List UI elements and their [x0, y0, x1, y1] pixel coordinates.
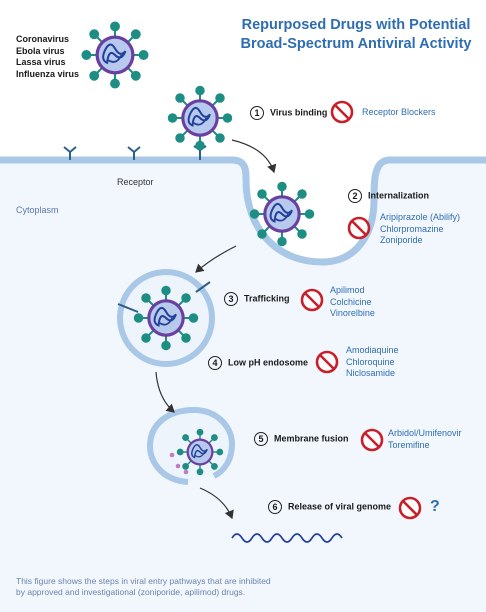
virus-list-item: Coronavirus	[16, 34, 70, 44]
no-symbol-icon-2	[347, 216, 371, 240]
plasma-membrane	[0, 156, 486, 266]
no-symbol-icon-5	[360, 428, 384, 452]
cytoplasm-label: Cytoplasm	[16, 205, 59, 215]
drug-list-1: Receptor Blockers	[362, 107, 436, 117]
flow-arrow-1	[231, 139, 277, 174]
flow-arrow-3	[155, 371, 175, 413]
drug-list-4: Amodiaquine Chloroquine Niclosamide	[346, 345, 399, 378]
virus-icon	[81, 21, 149, 89]
viral-genome-icon	[231, 533, 343, 543]
virus-list: Coronavirus Ebola virus Lassa virus Infl…	[16, 34, 79, 80]
virus-list-item: Lassa virus	[16, 57, 66, 67]
receptor-label: Receptor	[117, 177, 154, 187]
cytoplasm-region	[0, 160, 486, 612]
no-symbol-icon-1	[330, 100, 354, 124]
no-symbol-icon-3	[300, 288, 324, 312]
page-title: Repurposed Drugs with Potential Broad-Sp…	[240, 17, 472, 52]
virus-list-item: Influenza virus	[16, 68, 80, 79]
flow-arrow-4	[199, 487, 234, 520]
drug-list-3: Apilimod Colchicine Vinorelbine	[330, 285, 375, 318]
footnote: This figure shows the steps in viral ent…	[16, 576, 271, 597]
late-endosome-icon	[146, 406, 236, 485]
flow-arrow-2	[195, 245, 237, 273]
drug-list-5: Arbidol/Umifenovir Toremifine	[388, 428, 462, 450]
step-number: 6	[268, 500, 282, 514]
unknown-drug-mark: ?	[430, 498, 440, 515]
no-symbol-icon-6	[398, 496, 422, 520]
internalized-virus-icon	[249, 181, 315, 247]
step-number: 1	[250, 106, 264, 120]
binding-virus-icon	[167, 85, 233, 151]
step-number: 2	[348, 189, 362, 203]
drug-list-2: Aripiprazole (Abilify) Chlorpromazine Zo…	[380, 212, 461, 245]
step-number: 3	[224, 292, 238, 306]
step-number: 5	[254, 432, 268, 446]
no-symbol-icon-4	[315, 350, 339, 374]
early-endosome-icon	[117, 269, 215, 367]
step-number: 4	[208, 356, 222, 370]
virus-list-item: Ebola virus	[16, 45, 65, 56]
